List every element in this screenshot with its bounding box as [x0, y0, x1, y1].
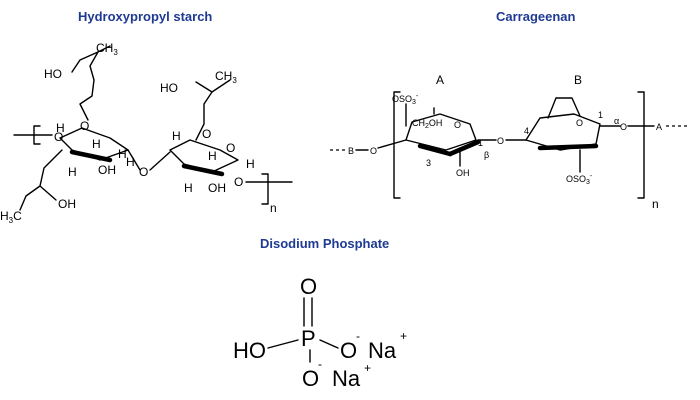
starch-ho-right-label: HO	[160, 81, 178, 95]
phosphate-o-bottom: O	[302, 366, 319, 391]
starch-h-3: H	[68, 165, 77, 179]
sodium-ion-1: Na	[368, 338, 397, 363]
carrageenan-alpha: α	[614, 116, 619, 126]
starch-o-ring-1: O	[80, 119, 89, 133]
starch-o-right: O	[234, 175, 243, 189]
carrageenan-ring-a-front	[417, 143, 453, 157]
starch-bottom-oh-bond	[39, 185, 57, 201]
carrageenan-pos-3: 3	[426, 158, 431, 168]
starch-bottom-side-chain	[19, 149, 63, 211]
starch-o-ring-2: O	[226, 141, 235, 155]
sodium-ion-2: Na	[332, 366, 361, 391]
carrageenan-ring-a	[405, 113, 477, 151]
carrageenan-title: Carrageenan	[496, 9, 576, 24]
carrageenan-oso3-b: OSO3-	[566, 173, 593, 186]
carrageenan-pos-1b: 1	[598, 110, 603, 120]
disodium-phosphate-structure: O P HO O - O - Na + Na +	[233, 274, 407, 391]
starch-right-ho-bond	[195, 81, 213, 93]
carrageenan-o-bridge: O	[497, 136, 504, 146]
carrageenan-o-right: O	[620, 122, 627, 132]
phosphate-o-top: O	[300, 274, 317, 299]
starch-ch3-top-label: CH3	[96, 41, 118, 57]
phosphate-o-right: O	[340, 338, 357, 363]
carrageenan-right-bracket	[637, 91, 645, 199]
phosphate-p: P	[301, 326, 316, 351]
carrageenan-o-ring-b: O	[576, 118, 583, 128]
starch-o-side-right: O	[202, 127, 211, 141]
starch-h-7: H	[208, 149, 217, 163]
carrageenan-anhydro-bridge	[547, 97, 581, 119]
carrageenan-ring-a-front-2	[447, 139, 481, 157]
carrageenan-ring-b	[525, 113, 601, 151]
carrageenan-pos-1a: 1	[478, 138, 483, 148]
carrageenan-ch2oh: CH2OH	[412, 118, 442, 130]
starch-top-side-chain	[79, 45, 111, 121]
phosphate-ho: HO	[233, 338, 266, 363]
starch-glycosidic-o: O	[139, 165, 148, 179]
carrageenan-repeat-n: n	[652, 197, 659, 211]
starch-h-8: H	[184, 181, 193, 195]
starch-h-1: H	[56, 121, 65, 135]
starch-right-bracket	[261, 173, 269, 205]
starch-top-ho-bond	[71, 51, 99, 73]
starch-h-9: H	[246, 157, 255, 171]
starch-o-left: O	[54, 130, 63, 144]
carrageenan-o-ring-a: O	[454, 120, 461, 130]
phosphate-o-right-minus: -	[356, 329, 360, 343]
carrageenan-oh: OH	[456, 168, 470, 178]
carrageenan-structure: n A B B O OSO3- CH2OH O 3 1 OH β O	[330, 73, 690, 211]
hydroxypropyl-starch-structure: CH3 HO O O H H H OH H H H3C OH O H	[0, 41, 293, 225]
carrageenan-unit-b: B	[574, 73, 582, 87]
starch-ch3-right-label: CH3	[215, 69, 237, 85]
sodium-ion-1-plus: +	[400, 329, 407, 343]
starch-h-5: H	[126, 155, 135, 169]
carrageenan-pos-4: 4	[524, 126, 529, 136]
carrageenan-b-link: B	[348, 146, 354, 156]
hydroxypropyl-starch-title: Hydroxypropyl starch	[78, 9, 213, 24]
phosphate-o-bottom-minus: -	[318, 357, 322, 371]
starch-ring-2-front-edge	[181, 163, 225, 177]
starch-h-4: H	[118, 147, 127, 161]
carrageenan-oso3-a: OSO3-	[392, 93, 419, 106]
carrageenan-o-left: O	[370, 146, 377, 156]
starch-ho-top-label: HO	[44, 67, 62, 81]
starch-glycosidic-bond-2	[149, 151, 171, 171]
sodium-ion-2-plus: +	[364, 361, 371, 375]
starch-right-side-chain	[195, 79, 231, 141]
starch-repeat-n: n	[270, 201, 277, 215]
starch-oh-1: OH	[98, 163, 116, 177]
starch-h-6: H	[172, 129, 181, 143]
starch-glycosidic-bond-1	[127, 149, 141, 171]
starch-oh-bottom: OH	[58, 197, 76, 211]
carrageenan-left-bracket	[393, 91, 401, 199]
starch-oh-2: OH	[208, 181, 226, 195]
starch-h3c-label: H3C	[0, 209, 22, 225]
carrageenan-a-link: A	[656, 122, 662, 132]
starch-h-2: H	[92, 137, 101, 151]
phosphate-ho-bond	[267, 339, 299, 349]
carrageenan-ring-b-front	[537, 143, 599, 151]
starch-ring-1-front-edge	[69, 149, 113, 163]
carrageenan-unit-a: A	[436, 73, 444, 87]
carrageenan-left-bond-2	[377, 139, 407, 149]
phosphate-o-right-bond	[319, 339, 339, 349]
disodium-phosphate-title: Disodium Phosphate	[260, 236, 390, 251]
carrageenan-beta: β	[484, 150, 489, 160]
